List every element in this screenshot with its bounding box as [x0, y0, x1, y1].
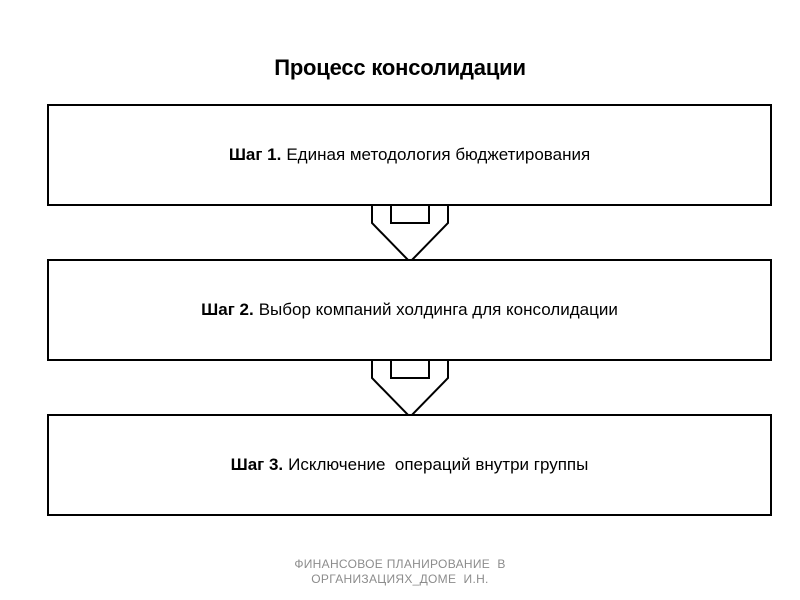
step-2-box: Шаг 2. Выбор компаний холдинга для консо…: [47, 259, 772, 361]
step-1-text: Единая методология бюджетирования: [286, 145, 591, 164]
footer-line-1: ФИНАНСОВОЕ ПЛАНИРОВАНИЕ В: [294, 557, 506, 571]
slide-title: Процесс консолидации: [274, 55, 526, 80]
footer-caption: ФИНАНСОВОЕ ПЛАНИРОВАНИЕ В ОРГАНИЗАЦИЯХ_Д…: [200, 557, 600, 587]
step-3-box: Шаг 3. Исключение операций внутри группы: [47, 414, 772, 516]
step-2-text: Выбор компаний холдинга для консолидации: [258, 300, 618, 319]
down-arrow-1: [371, 204, 449, 264]
step-2-number: Шаг 2.: [201, 300, 254, 319]
footer-line-2: ОРГАНИЗАЦИЯХ_ДОМЕ И.Н.: [311, 572, 489, 586]
step-1-number: Шаг 1.: [228, 145, 282, 164]
step-3-text: Исключение операций внутри группы: [288, 455, 589, 474]
step-1-box: Шаг 1. Единая методология бюджетирования: [47, 104, 772, 206]
down-arrow-2: [371, 359, 449, 419]
step-3-number: Шаг 3.: [230, 455, 284, 474]
